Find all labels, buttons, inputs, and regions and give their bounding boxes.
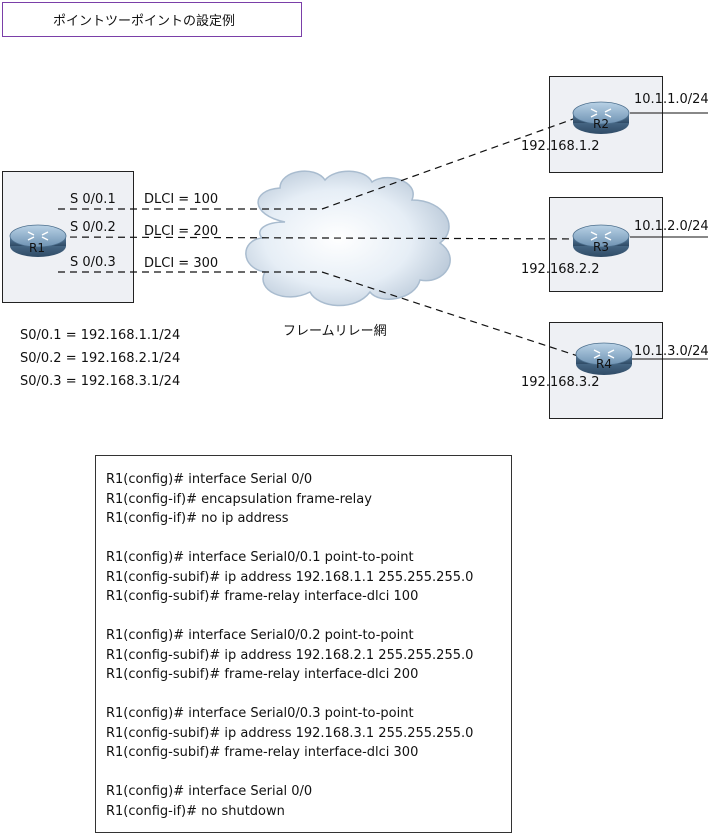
dlci-label-3: DLCI = 300: [144, 256, 219, 271]
config-line: R1(config-if)# encapsulation frame-relay: [106, 491, 372, 507]
pvc-links: [57, 112, 591, 361]
config-line: R1(config-subif)# frame-relay interface-…: [106, 745, 419, 760]
router-icon: [572, 101, 630, 134]
config-line: [106, 763, 511, 783]
config-commands-box: R1(config)# interface Serial 0/0 R1(conf…: [95, 455, 512, 833]
r4-ip: 192.168.3.2: [521, 375, 600, 390]
config-line: R1(config)# interface Serial 0/0: [106, 784, 313, 799]
dlci-label-1: DLCI = 100: [144, 192, 219, 207]
page-title: ポイントツーポイントの設定例: [2, 2, 302, 37]
config-line: R1(config-if)# no ip address: [106, 511, 289, 526]
config-line: R1(config)# interface Serial0/0.3 point-…: [106, 706, 414, 721]
config-line: R1(config-subif)# ip address 192.168.1.1…: [106, 569, 474, 585]
r1-interface-1: S 0/0.1: [70, 192, 116, 207]
r3-ip: 192.168.2.2: [521, 262, 600, 277]
config-line: R1(config)# interface Serial 0/0: [106, 472, 313, 487]
config-line: R1(config)# interface Serial0/0.1 point-…: [106, 550, 414, 565]
config-line: [106, 685, 511, 705]
r3-lan: 10.1.2.0/24: [634, 219, 709, 234]
config-line: R1(config-subif)# frame-relay interface-…: [106, 589, 419, 604]
router-icon: [572, 224, 630, 257]
link-r1-r3: [57, 236, 591, 240]
config-line: [106, 607, 511, 627]
cloud-label: フレームリレー網: [283, 324, 387, 339]
router-icon: [9, 224, 67, 257]
link-cloud-r2: [321, 112, 591, 210]
router-label-r4: R4: [596, 357, 612, 371]
config-line: R1(config-subif)# frame-relay interface-…: [106, 667, 419, 682]
router-label-r1: R1: [29, 241, 45, 255]
r1-interface-3: S 0/0.3: [70, 255, 116, 270]
r1-interface-2: S 0/0.2: [70, 220, 116, 235]
router-label-r2: R2: [593, 117, 609, 131]
subif-address-2: S0/0.2 = 192.168.2.1/24: [20, 351, 181, 366]
config-line: R1(config-subif)# ip address 192.168.2.1…: [106, 647, 474, 663]
subif-address-1: S0/0.1 = 192.168.1.1/24: [20, 328, 181, 343]
subif-address-3: S0/0.3 = 192.168.3.1/24: [20, 374, 181, 389]
r2-lan: 10.1.1.0/24: [634, 92, 709, 107]
r2-ip: 192.168.1.2: [521, 139, 600, 154]
config-line: R1(config-if)# no shutdown: [106, 803, 285, 819]
router-icon: [575, 342, 633, 375]
lan-lines: [630, 112, 708, 360]
dlci-label-2: DLCI = 200: [144, 224, 219, 239]
link-cloud-r4: [321, 271, 591, 361]
r4-lan: 10.1.3.0/24: [634, 344, 709, 359]
router-label-r3: R3: [593, 240, 609, 254]
config-line: R1(config-subif)# ip address 192.168.3.1…: [106, 725, 474, 741]
config-line: [106, 529, 511, 549]
config-line: R1(config)# interface Serial0/0.2 point-…: [106, 628, 414, 643]
page-title-text: ポイントツーポイントの設定例: [53, 14, 236, 29]
